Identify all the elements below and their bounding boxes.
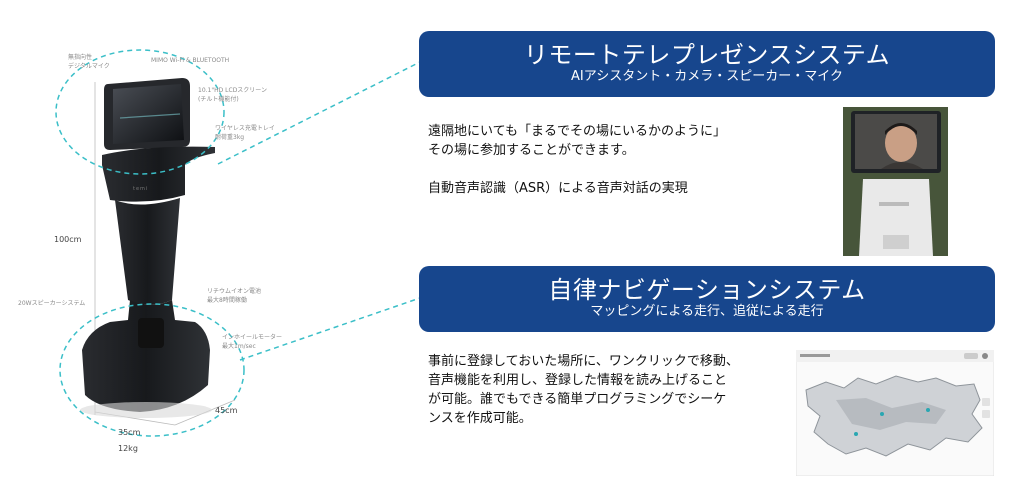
spec-wifi: MIMO Wi-Fi & BLUETOOTH	[151, 57, 230, 64]
telepresence-photo	[843, 107, 948, 256]
head-highlight-ring	[55, 49, 225, 175]
telepresence-subtitle: AIアシスタント・カメラ・スピーカー・マイク	[571, 69, 843, 84]
telepresence-line-1: 遠隔地にいても「まるでその場にいるかのように」	[428, 124, 726, 139]
navigation-description: 事前に登録しておいた場所に、ワンクリックで移動、 音声機能を利用し、登録した情報…	[428, 352, 739, 428]
telepresence-description: 遠隔地にいても「まるでその場にいるかのように」 その場に参加することができます。…	[428, 122, 726, 198]
connector-line-1	[217, 61, 420, 165]
dimension-height: 100cm	[54, 235, 82, 244]
navigation-line-2: 音声機能を利用し、登録した情報を読み上げること	[428, 373, 728, 388]
telepresence-spacer	[428, 160, 726, 179]
robot-brand-logo: temi	[133, 186, 149, 192]
navigation-line-1: 事前に登録しておいた場所に、ワンクリックで移動、	[428, 354, 739, 369]
spec-battery: リチウムイオン電池 最大8時間稼働	[207, 288, 262, 304]
connector-line-2	[239, 297, 420, 361]
dimension-depth: 45cm	[215, 406, 238, 415]
spec-screen: 10.1"HD LCDスクリーン (チルト機能付)	[198, 87, 268, 103]
robot-column	[115, 198, 180, 305]
weight-label: 12kg	[118, 444, 138, 453]
navigation-line-3: が可能。誰でもできる簡単プログラミングでシーケ	[428, 392, 727, 407]
robot-head	[102, 146, 215, 202]
navigation-map-screenshot	[796, 350, 994, 476]
telepresence-title: リモートテレプレゼンスシステム	[523, 41, 891, 69]
spec-tray: ワイヤレス充電トレイ 耐荷重3kg	[215, 125, 275, 141]
robot-base	[82, 300, 210, 412]
telepresence-line-2: その場に参加することができます。	[428, 143, 635, 158]
robot-charger-slot	[138, 318, 164, 348]
navigation-line-4: ンスを作成可能。	[428, 411, 532, 426]
spec-motor: インホイールモーター 最大1m/sec	[222, 334, 283, 350]
spec-mic: 無指向性 デジタルマイク	[68, 54, 110, 70]
navigation-subtitle: マッピングによる走行、追従による走行	[590, 304, 824, 319]
navigation-banner: 自律ナビゲーションシステム マッピングによる走行、追従による走行	[419, 266, 995, 332]
robot-illustration	[55, 49, 420, 437]
telepresence-banner: リモートテレプレゼンスシステム AIアシスタント・カメラ・スピーカー・マイク	[419, 31, 995, 97]
telepresence-line-4: 自動音声認識（ASR）による音声対話の実現	[428, 181, 688, 196]
base-highlight-ring	[59, 303, 245, 437]
spec-speaker: 20Wスピーカーシステム	[18, 300, 86, 307]
dimension-width: 35cm	[118, 428, 141, 437]
navigation-title: 自律ナビゲーションシステム	[548, 276, 866, 304]
screen-display	[113, 84, 184, 144]
